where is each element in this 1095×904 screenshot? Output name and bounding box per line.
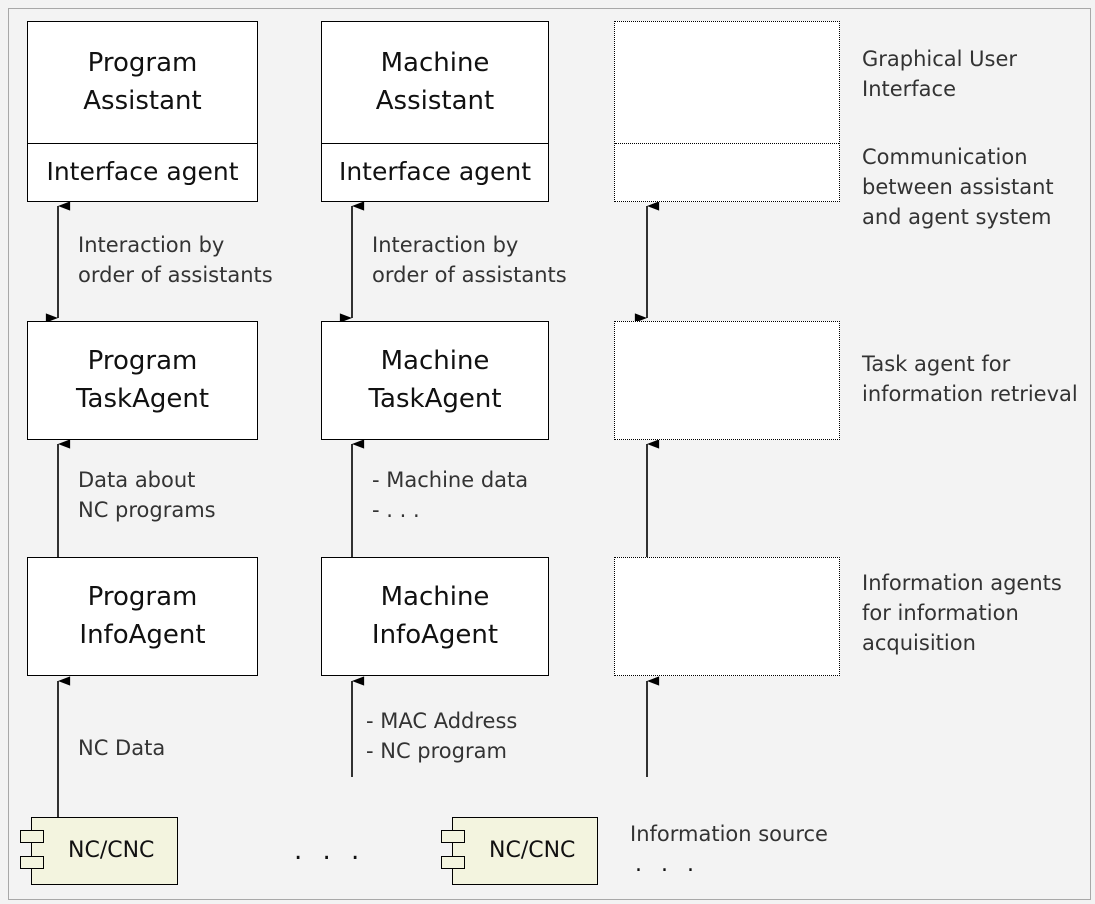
program-data-label: Data about NC programs [78,468,216,522]
machine-task-agent-box: Machine TaskAgent [321,321,549,440]
generic-communication-section [615,143,839,201]
machine-interface-agent: Interface agent [322,143,548,201]
between-nodes-ellipsis: . . . [294,836,366,866]
legend-info-source-ellipsis: . . . [635,852,700,877]
program-nc-cnc-node: NC/CNC [20,817,178,885]
generic-info-agent-box [614,557,840,676]
node-tab-top [441,830,465,843]
generic-task-agent-box [614,321,840,440]
node-tab-bottom [441,856,465,869]
machine-data-label: - Machine data - . . . [372,468,529,522]
program-interaction-label: Interaction by order of assistants [78,233,273,287]
program-info-agent-title: Program InfoAgent [79,582,206,650]
program-info-agent-box: Program InfoAgent [27,557,258,676]
program-assistant-box: Program Assistant Interface agent [27,21,258,202]
machine-source-label: - MAC Address - NC program [366,709,518,763]
node-tab-top [20,830,44,843]
program-nc-cnc-label: NC/CNC [68,838,155,863]
machine-info-agent-title: Machine InfoAgent [371,582,499,650]
machine-assistant-box: Machine Assistant Interface agent [321,21,549,202]
legend-info-agents: Information agents for information acqui… [862,571,1062,655]
machine-interaction-label: Interaction by order of assistants [372,233,567,287]
node-tab-bottom [20,856,44,869]
legend-communication: Communication between assistant and agen… [862,145,1054,229]
machine-info-agent-box: Machine InfoAgent [321,557,549,676]
diagram-frame [8,8,1091,900]
legend-info-source: Information source [630,822,828,846]
generic-assistant-box [614,21,840,202]
machine-assistant-title: Machine Assistant [375,48,495,116]
legend-task-agent: Task agent for information retrieval [862,352,1078,406]
program-task-agent-box: Program TaskAgent [27,321,258,440]
machine-nc-cnc-node: NC/CNC [441,817,598,885]
program-interface-agent: Interface agent [28,143,257,201]
program-source-label: NC Data [78,736,166,760]
machine-task-agent-title: Machine TaskAgent [368,346,502,414]
legend-gui: Graphical User Interface [862,47,1018,101]
program-assistant-title: Program Assistant [83,48,202,116]
machine-nc-cnc-label: NC/CNC [489,838,576,863]
program-task-agent-title: Program TaskAgent [75,346,210,414]
